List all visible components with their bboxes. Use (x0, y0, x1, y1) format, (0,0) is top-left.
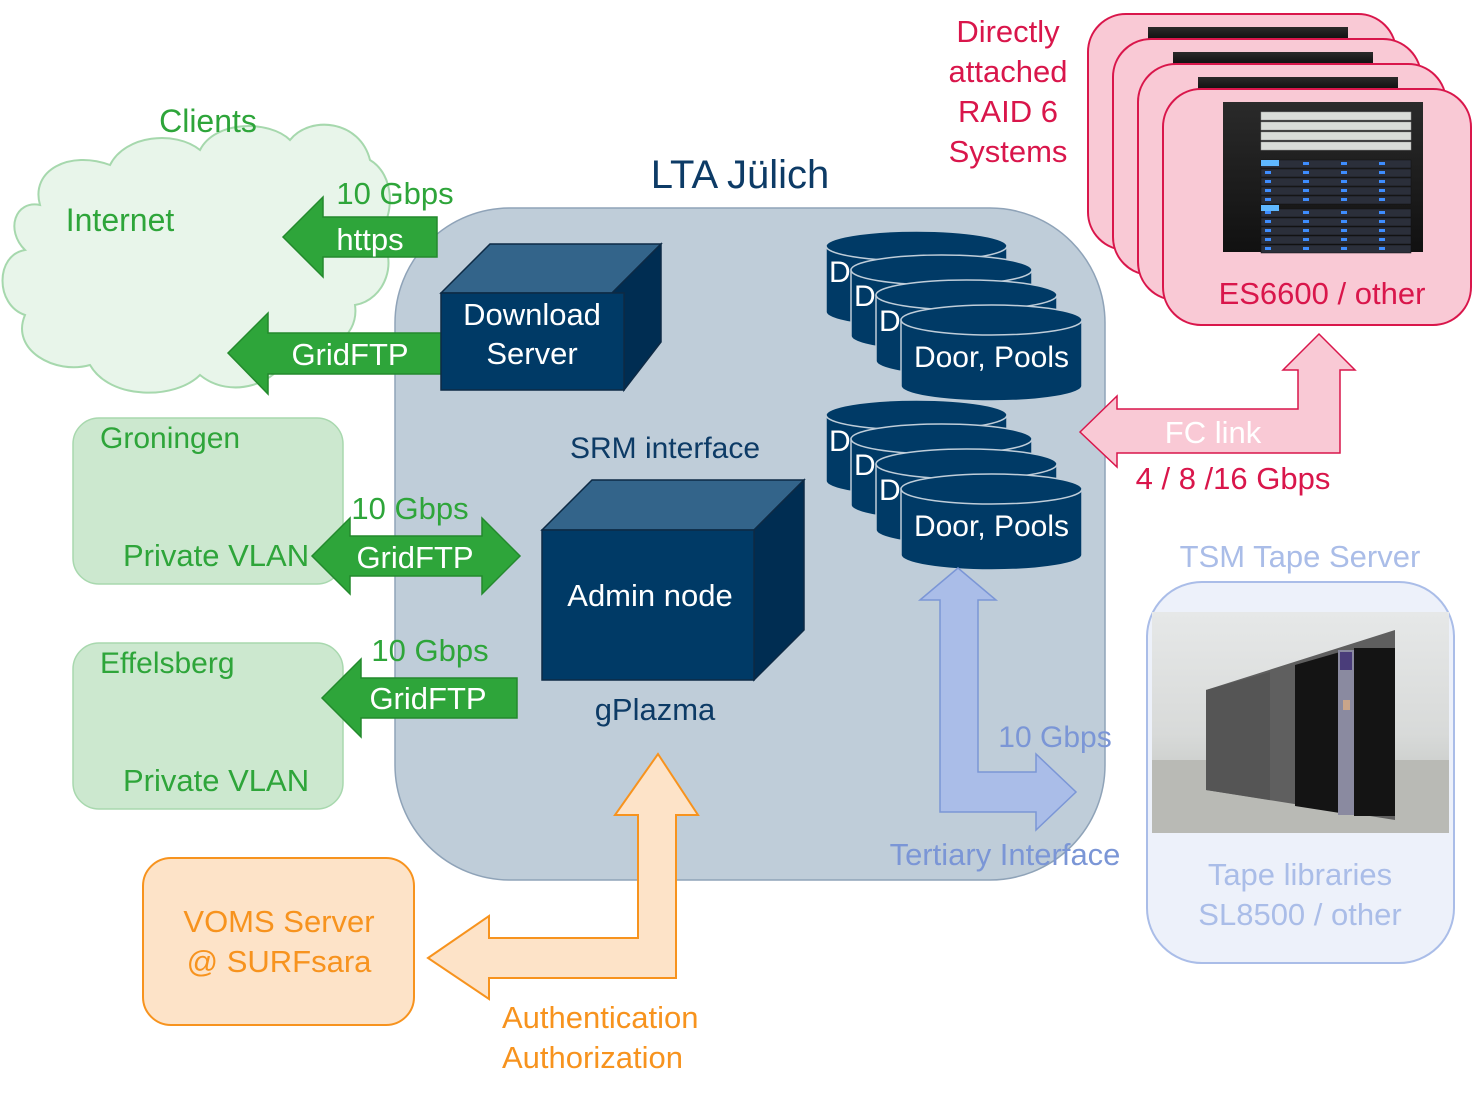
admin-node-label: Admin node (567, 578, 732, 613)
tape-library-image (1152, 612, 1449, 833)
lta-title: LTA Jülich (651, 153, 830, 197)
arrow-corner-icon (1078, 332, 1357, 469)
pools-stack-bottom[interactable]: DDD Door, Pools (825, 399, 1083, 571)
voms-line1: VOMS Server (183, 904, 374, 939)
tertiary-speed-label: 10 Gbps (998, 721, 1111, 754)
authentication-arrow[interactable]: Authentication Authorization (426, 752, 700, 1075)
voms-line2: @ SURFsara (187, 944, 373, 979)
effelsberg-label: Effelsberg (100, 647, 235, 680)
effelsberg-gridftp-arrow[interactable]: 10 Gbps GridFTP (320, 633, 518, 739)
arrow-corner-icon (917, 567, 1078, 832)
download-server-line1: Download (463, 297, 601, 332)
https-label: https (336, 222, 403, 257)
arrow-left-icon (281, 195, 438, 279)
pool-label: Door, Pools (914, 510, 1069, 543)
effelsberg-box[interactable]: Effelsberg Private VLAN (72, 642, 344, 810)
fc-link-speed-label: 4 / 8 /16 Gbps (1136, 461, 1331, 496)
raid-rack-image (1223, 102, 1423, 254)
pool-label-stub: D (879, 474, 901, 507)
download-server-line2: Server (486, 336, 577, 371)
arrow-left-icon (320, 657, 518, 739)
arrow-bidirectional-icon (310, 516, 522, 596)
voms-server-box (142, 857, 415, 1026)
raid-rack-image (1198, 77, 1398, 89)
raid-model-label: ES6600 / other (1219, 276, 1426, 311)
https-speed-label: 10 Gbps (336, 176, 453, 211)
https-arrow[interactable]: 10 Gbps https (281, 176, 454, 279)
effelsberg-speed-label: 10 Gbps (371, 633, 488, 668)
raid-system-card (1162, 88, 1472, 326)
raid-heading: Directly attached RAID 6 Systems (949, 14, 1068, 169)
gplazma-label: gPlazma (595, 692, 716, 727)
groningen-rect (72, 417, 344, 585)
tape-server-heading: TSM Tape Server (1180, 539, 1421, 574)
pool-label-stub: D (879, 305, 901, 338)
groningen-speed-label: 10 Gbps (351, 491, 468, 526)
clients-heading: Clients (159, 103, 257, 139)
effelsberg-network-label: Private VLAN (123, 763, 309, 798)
groningen-label: Groningen (100, 422, 240, 455)
internet-label: Internet (66, 202, 175, 238)
cube-front (541, 529, 755, 681)
pool-label: Door, Pools (914, 341, 1069, 374)
authentication-label: Authentication (502, 1000, 698, 1035)
tape-model-label: SL8500 / other (1198, 897, 1401, 932)
fc-link-arrow[interactable]: FC link 4 / 8 /16 Gbps (1078, 332, 1357, 496)
groningen-box[interactable]: Groningen Private VLAN (72, 417, 344, 585)
raid-rack-image (1173, 52, 1373, 64)
pool-label-stub: D (854, 280, 876, 313)
pool-cylinder: Door, Pools (900, 304, 1083, 402)
internet-gridftp-arrow[interactable]: GridFTP (226, 311, 456, 396)
raid-heading-line4: Systems (949, 134, 1068, 169)
internet-cloud[interactable]: Clients Internet (1, 103, 391, 394)
cloud-shape (1, 123, 391, 394)
pool-label-stub: D (829, 425, 851, 458)
pool-label-stub: D (854, 449, 876, 482)
pool-cylinder: Door, Pools (900, 473, 1083, 571)
raid-heading-line2: attached (949, 54, 1068, 89)
raid-heading-line3: RAID 6 (958, 94, 1058, 129)
raid-rack-image (1148, 27, 1348, 39)
srm-interface-label: SRM interface (570, 432, 760, 465)
pools-stack-top[interactable]: DDD Door, Pools (825, 230, 1083, 402)
download-server[interactable]: Download Server (439, 242, 663, 393)
authorization-label: Authorization (502, 1040, 683, 1075)
internet-gridftp-label: GridFTP (291, 337, 408, 372)
voms-server[interactable]: VOMS Server @ SURFsara (142, 857, 415, 1026)
cube-front (440, 292, 625, 391)
fc-link-label: FC link (1165, 415, 1262, 450)
effelsberg-rect (72, 642, 344, 810)
arrow-corner-icon (426, 752, 700, 1001)
admin-node[interactable]: Admin node gPlazma (540, 478, 806, 727)
groningen-network-label: Private VLAN (123, 538, 309, 573)
tertiary-interface-arrow[interactable]: 10 Gbps Tertiary Interface (890, 567, 1121, 872)
tape-server[interactable]: TSM Tape Server Tape libraries SL8500 / … (1146, 539, 1455, 964)
tertiary-interface-label: Tertiary Interface (890, 837, 1121, 872)
raid-heading-line1: Directly (956, 14, 1060, 49)
effelsberg-gridftp-label: GridFTP (369, 681, 486, 716)
groningen-gridftp-arrow[interactable]: 10 Gbps GridFTP (310, 491, 522, 596)
groningen-gridftp-label: GridFTP (356, 540, 473, 575)
tape-libraries-label: Tape libraries (1208, 857, 1392, 892)
pool-label-stub: D (829, 256, 851, 289)
raid-systems-stack[interactable]: ES6600 / other (1087, 13, 1472, 326)
